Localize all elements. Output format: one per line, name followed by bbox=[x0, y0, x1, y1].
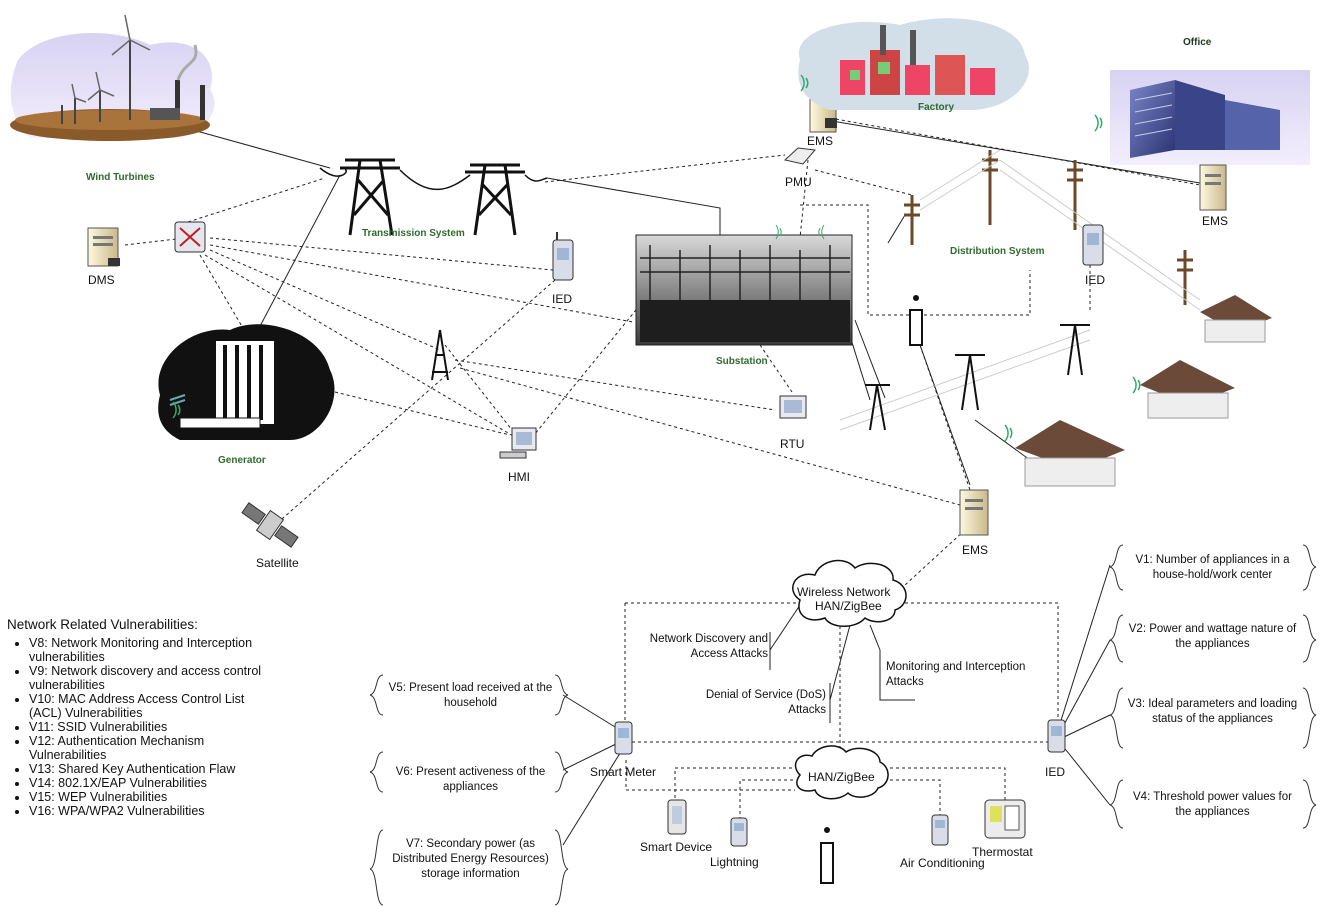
vuln-v7: V7: Secondary power (as Distributed Ener… bbox=[392, 838, 549, 880]
substation-photo bbox=[635, 234, 853, 346]
network-vuln-item: V10: MAC Address Access Control List (AC… bbox=[29, 692, 277, 720]
wind-turbines-illustration bbox=[10, 14, 215, 141]
network-vuln-item: V8: Network Monitoring and Interception … bbox=[29, 636, 277, 664]
han-zigbee-label: HAN/ZigBee bbox=[808, 770, 875, 784]
ied-distribution-icon bbox=[1082, 224, 1104, 266]
network-vuln-item: V16: WPA/WPA2 Vulnerabilities bbox=[29, 804, 277, 818]
network-vuln-item: V13: Shared Key Authentication Flaw bbox=[29, 762, 277, 776]
smart-meter-label: Smart Meter bbox=[590, 765, 657, 779]
lightning-device-icon bbox=[730, 817, 748, 847]
satellite-label: Satellite bbox=[256, 556, 299, 570]
ied-top-icon bbox=[552, 232, 574, 281]
wireless-icon-substation bbox=[775, 224, 825, 240]
hmi-label: HMI bbox=[508, 470, 530, 484]
network-vuln-item: V15: WEP Vulnerabilities bbox=[29, 790, 277, 804]
vuln-braces bbox=[369, 544, 1317, 906]
ems-home-server-icon bbox=[959, 489, 989, 536]
network-vuln-item: V9: Network discovery and access control… bbox=[29, 664, 277, 692]
transmission-system-label: Transmission System bbox=[362, 228, 465, 239]
network-vulnerabilities-title: Network Related Vulnerabilities: bbox=[7, 617, 198, 632]
vuln-v2: V2: Power and wattage nature of the appl… bbox=[1128, 623, 1297, 650]
wireless-signal-icons bbox=[172, 74, 1141, 442]
dashed-links bbox=[124, 117, 1201, 820]
smart-meter-icon bbox=[614, 721, 633, 755]
router-icon bbox=[174, 221, 206, 253]
ems-office-label: EMS bbox=[1202, 214, 1229, 228]
han-antenna-icon bbox=[820, 827, 834, 884]
vuln-v1: V1: Number of appliances in a house-hold… bbox=[1135, 554, 1290, 581]
air-conditioning-label: Air Conditioning bbox=[900, 856, 985, 870]
wind-turbines-label: Wind Turbines bbox=[86, 172, 155, 183]
ied-right-icon bbox=[1047, 719, 1066, 753]
dos-line1: Denial of Service (DoS) bbox=[705, 689, 826, 701]
vuln-v3: V3: Ideal parameters and loading status … bbox=[1127, 698, 1298, 725]
wireless-han-label: HAN/ZigBee bbox=[815, 599, 882, 613]
ems-office-server-icon bbox=[1199, 164, 1227, 211]
radio-antenna-icon bbox=[909, 295, 923, 346]
lightning-label: Lightning bbox=[710, 855, 759, 869]
transmission-towers bbox=[319, 158, 548, 236]
thermostat-icon bbox=[984, 799, 1026, 839]
pmu-label: PMU bbox=[785, 175, 812, 189]
monitoring-attack: Monitoring and Interception Attacks bbox=[886, 660, 1056, 690]
ied-top-label: IED bbox=[552, 292, 573, 306]
vuln-v4: V4: Threshold power values for the appli… bbox=[1133, 791, 1292, 818]
lattice-towers bbox=[865, 324, 1090, 431]
office-label: Office bbox=[1183, 37, 1212, 48]
smart-device-label: Smart Device bbox=[640, 840, 713, 854]
wireless-network-cloud bbox=[792, 559, 907, 627]
dos-attack: Denial of Service (DoS) Attacks bbox=[676, 688, 826, 718]
network-discovery-line2: Access Attacks bbox=[690, 648, 768, 660]
office-illustration bbox=[1110, 70, 1310, 165]
dos-line2: Attacks bbox=[788, 704, 826, 716]
air-conditioning-icon bbox=[931, 814, 949, 846]
attack-callouts bbox=[769, 604, 915, 723]
thermostat-label: Thermostat bbox=[972, 845, 1033, 859]
distribution-system-label: Distribution System bbox=[950, 246, 1045, 257]
ied-right-label: IED bbox=[1045, 765, 1066, 779]
rtu-icon bbox=[779, 395, 807, 419]
monitoring-line1: Monitoring and Interception bbox=[886, 661, 1026, 673]
dms-label: DMS bbox=[88, 273, 115, 287]
generator-label: Generator bbox=[218, 455, 266, 466]
distribution-wires bbox=[839, 149, 1201, 431]
vuln-v6: V6: Present activeness of the appliances bbox=[395, 766, 546, 793]
ems-factory-label: EMS bbox=[807, 134, 834, 148]
distribution-poles bbox=[904, 150, 1193, 305]
satellite-icon bbox=[241, 502, 299, 548]
factory-illustration bbox=[798, 18, 1029, 110]
network-discovery-attack: Network Discovery and Access Attacks bbox=[618, 632, 768, 662]
vuln-fan-lines bbox=[562, 564, 1111, 846]
rtu-label: RTU bbox=[780, 437, 805, 451]
generator-illustration bbox=[158, 324, 335, 440]
network-vulnerabilities-list: Network Related Vulnerabilities: V8: Net… bbox=[7, 617, 277, 818]
smart-device-icon bbox=[667, 799, 687, 835]
dms-server-icon bbox=[87, 227, 120, 267]
houses bbox=[1015, 295, 1272, 487]
factory-label: Factory bbox=[918, 102, 955, 113]
network-discovery-line1: Network Discovery and bbox=[649, 633, 768, 645]
antenna-tower-icon bbox=[431, 329, 449, 381]
wireless-network-label: Wireless Network bbox=[797, 585, 891, 599]
hmi-icon bbox=[499, 427, 537, 459]
network-vuln-item: V14: 802.1X/EAP Vulnerabilities bbox=[29, 776, 277, 790]
network-vuln-item: V12: Authentication Mechanism Vulnerabil… bbox=[29, 734, 277, 762]
pmu-icon bbox=[783, 147, 816, 165]
monitoring-line2: Attacks bbox=[886, 676, 924, 688]
network-vuln-item: V11: SSID Vulnerabilities bbox=[29, 720, 277, 734]
ied-dist-label: IED bbox=[1085, 273, 1106, 287]
han-zigbee-cloud bbox=[794, 745, 889, 800]
substation-label: Substation bbox=[716, 356, 768, 367]
ems-home-label: EMS bbox=[962, 543, 989, 557]
vuln-v5: V5: Present load received at the househo… bbox=[388, 682, 553, 709]
